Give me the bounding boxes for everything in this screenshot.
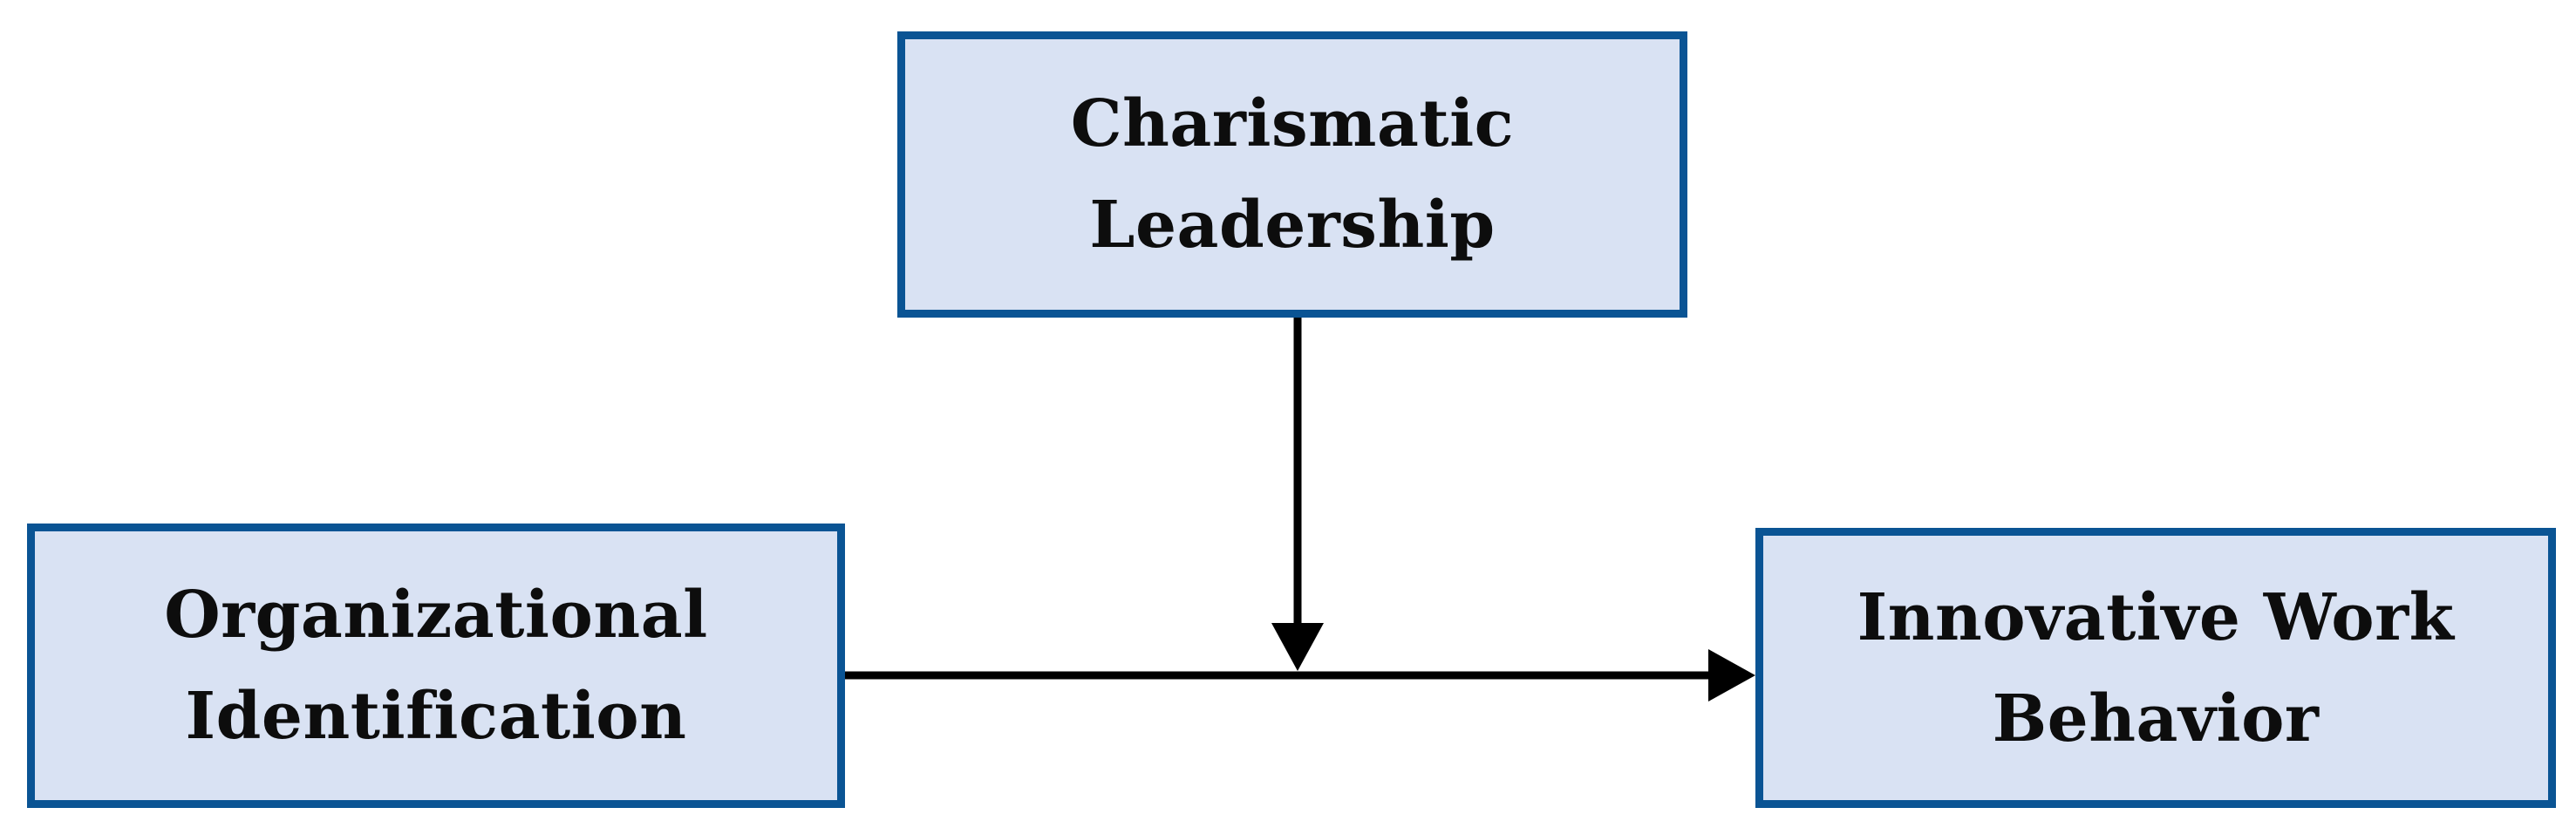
node-organizational-identification-line-1: Organizational	[164, 578, 708, 653]
arrow-organizational-identification-to-innovative-work-behavior	[844, 649, 1755, 702]
arrowhead-down	[1271, 623, 1324, 671]
node-organizational-identification-line-2: Identification	[185, 679, 687, 754]
arrowhead-right	[1708, 649, 1755, 702]
arrow-charismatic-leadership-moderation	[1271, 317, 1324, 671]
node-innovative-work-behavior-line-2: Behavior	[1992, 681, 2320, 756]
node-organizational-identification[interactable]: Organizational Identification	[27, 524, 845, 808]
node-charismatic-leadership-line-1: Charismatic	[1070, 86, 1515, 161]
node-charismatic-leadership[interactable]: Charismatic Leadership	[897, 31, 1687, 318]
node-innovative-work-behavior[interactable]: Innovative Work Behavior	[1755, 528, 2556, 808]
node-charismatic-leadership-line-2: Leadership	[1089, 188, 1496, 263]
node-innovative-work-behavior-line-1: Innovative Work	[1857, 579, 2455, 655]
